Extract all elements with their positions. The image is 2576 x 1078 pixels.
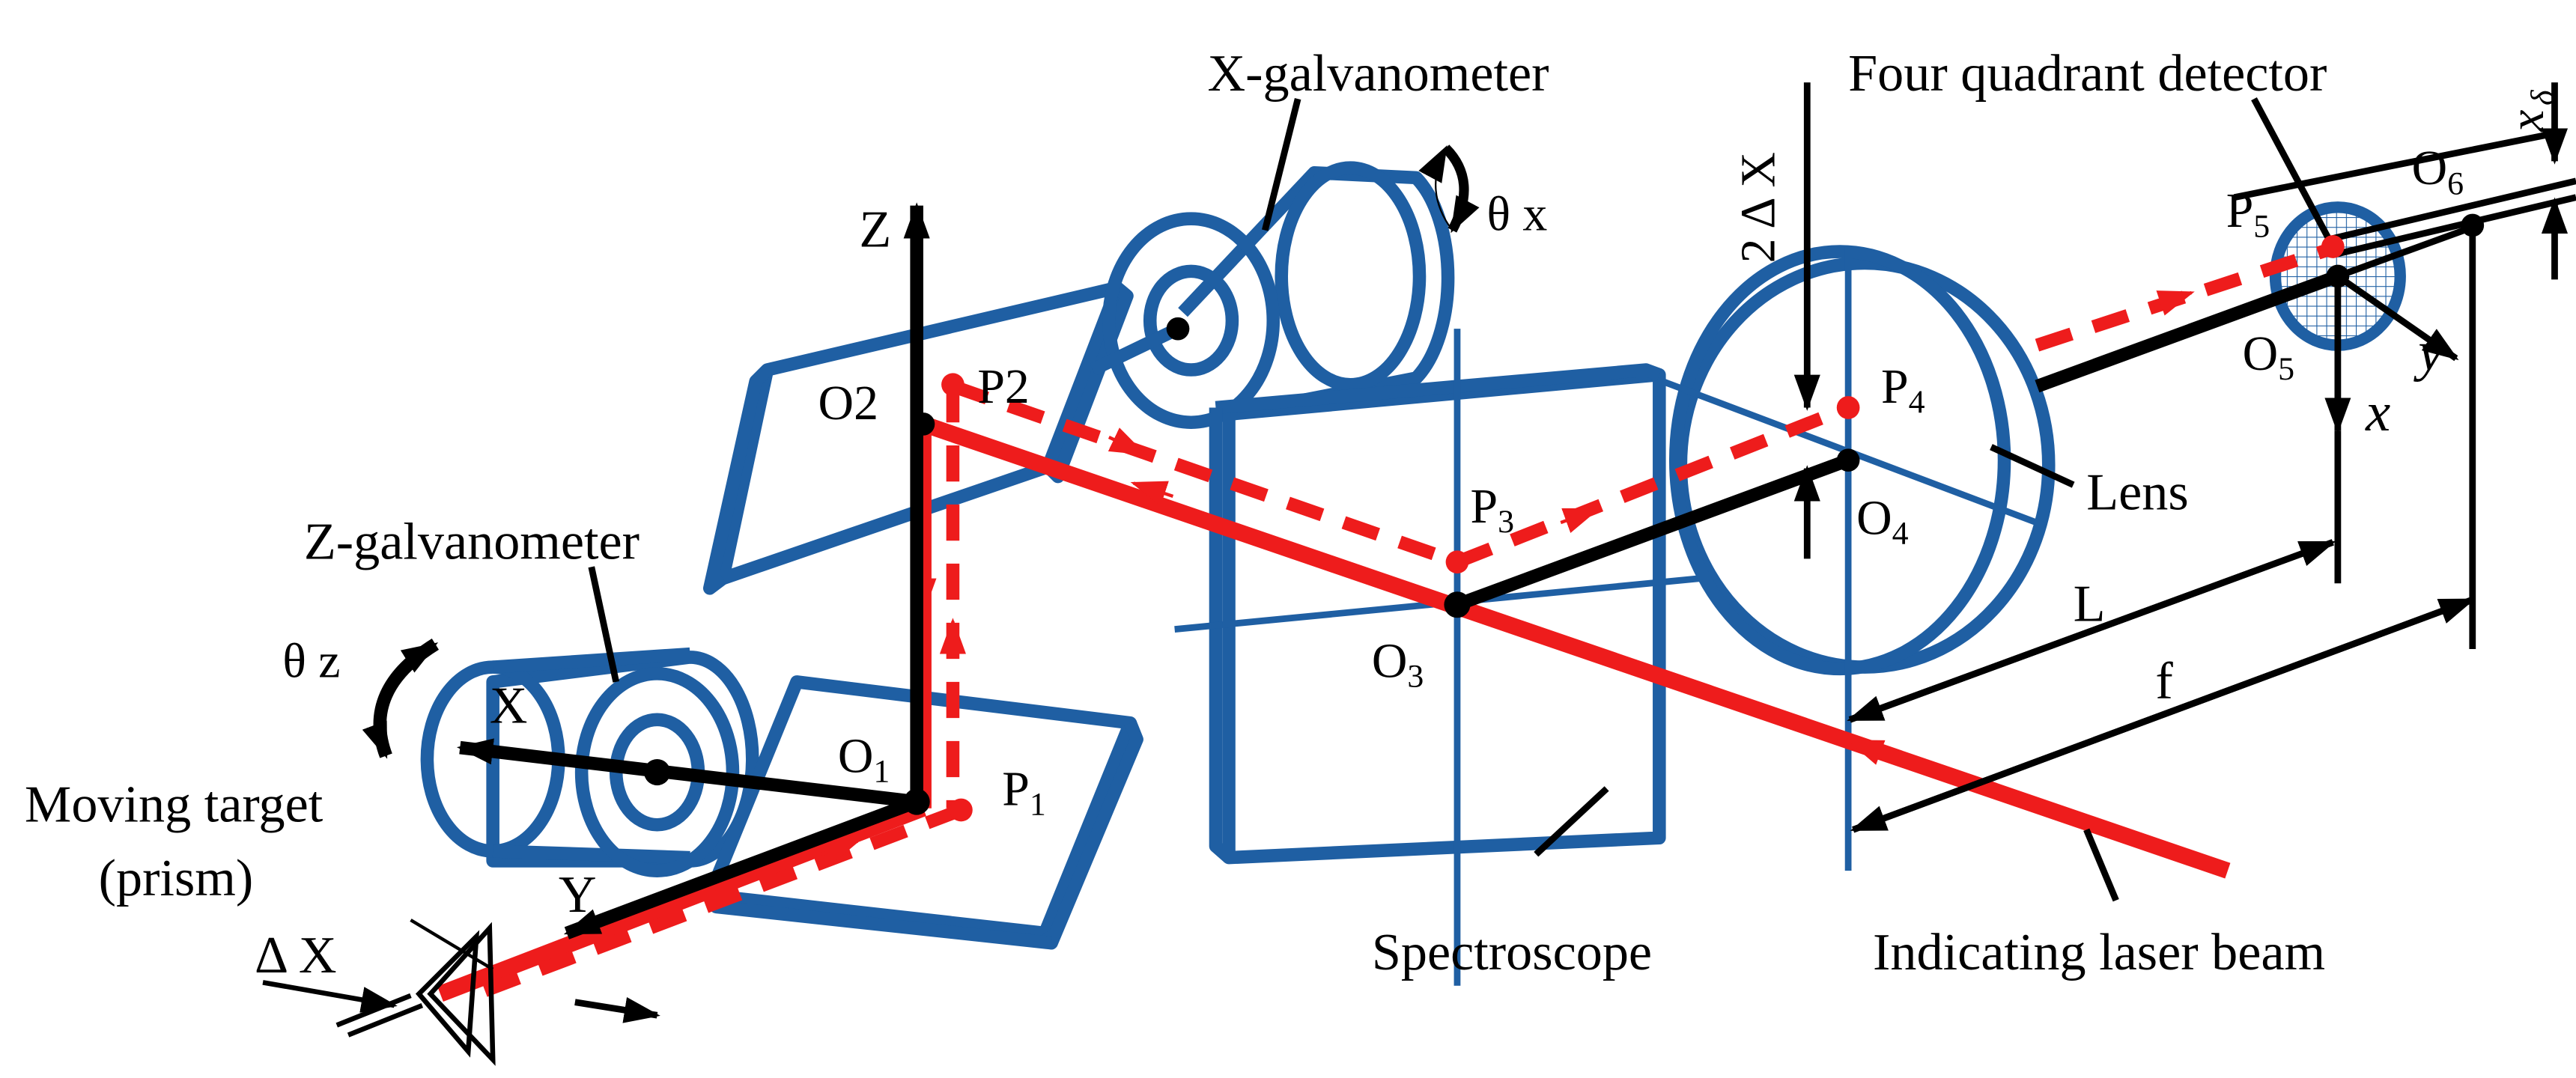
label-axis-Y: Y xyxy=(559,865,597,924)
point-P4 xyxy=(1836,396,1860,419)
point-O5 xyxy=(2326,264,2350,288)
label-two-delta-X: 2 Δ X xyxy=(1731,152,1785,263)
label-P5: P5 xyxy=(2226,183,2270,244)
label-axis-X: X xyxy=(490,677,528,735)
label-indicating-laser-beam: Indicating laser beam xyxy=(1873,923,2325,981)
label-theta-z: θ z xyxy=(282,633,340,688)
label-spectroscope: Spectroscope xyxy=(1372,923,1652,981)
points xyxy=(903,213,2485,822)
indicating-laser-beam-line xyxy=(920,416,2231,879)
point-O1 xyxy=(903,788,930,815)
label-z-galvanometer: Z-galvanometer xyxy=(304,512,640,570)
dimension-lines xyxy=(1793,82,2569,833)
x-galvanometer xyxy=(1090,161,1455,430)
point-O3 xyxy=(1444,591,1471,618)
point-O4 xyxy=(1836,448,1860,472)
label-x-delta: x δ xyxy=(2500,90,2560,133)
label-f: f xyxy=(2155,652,2173,710)
point-P1 xyxy=(950,798,973,822)
label-four-quadrant-detector: Four quadrant detector xyxy=(1848,44,2327,103)
label-x-delta-sub: δ xyxy=(2524,90,2560,106)
theta-z-arrow xyxy=(362,638,440,759)
moving-target-prism[interactable] xyxy=(262,919,660,1066)
label-axis-Z: Z xyxy=(859,200,891,258)
theta-x-arrow xyxy=(1418,144,1480,234)
point-P5 xyxy=(2321,235,2345,258)
label-delta-X: Δ X xyxy=(255,926,336,984)
point-P3 xyxy=(1445,550,1469,574)
label-moving-target-line1: Moving target xyxy=(25,775,323,833)
label-P4: P4 xyxy=(1881,359,1925,420)
label-O1: O1 xyxy=(838,729,890,790)
lens xyxy=(1661,245,2056,871)
label-O6: O6 xyxy=(2412,141,2464,201)
point-O2 xyxy=(911,412,935,436)
label-O4: O4 xyxy=(1856,490,1909,551)
point-P2 xyxy=(941,373,965,397)
label-O5: O5 xyxy=(2243,326,2294,387)
label-P2: P2 xyxy=(977,359,1030,414)
label-moving-target-line2: (prism) xyxy=(99,849,254,907)
label-L: L xyxy=(2074,575,2106,633)
label-x-delta-main: x xyxy=(2500,110,2554,133)
label-O2: O2 xyxy=(818,376,878,430)
label-x-galvanometer: X-galvanometer xyxy=(1208,44,1549,103)
label-det-axis-x: x xyxy=(2365,382,2390,443)
leader-lines xyxy=(588,97,2336,902)
label-P3: P3 xyxy=(1471,479,1515,540)
label-lens: Lens xyxy=(2086,463,2188,522)
axes xyxy=(456,128,2576,940)
x-galvo-axis-dot xyxy=(1166,317,1190,341)
point-O6 xyxy=(2461,213,2485,237)
label-O3: O3 xyxy=(1372,633,1424,694)
label-P1: P1 xyxy=(1002,761,1046,822)
label-theta-x: θ x xyxy=(1486,187,1547,242)
label-det-axis-y: y xyxy=(2413,321,2443,383)
labels: X-galvanometer Four quadrant detector Z-… xyxy=(25,44,2560,984)
